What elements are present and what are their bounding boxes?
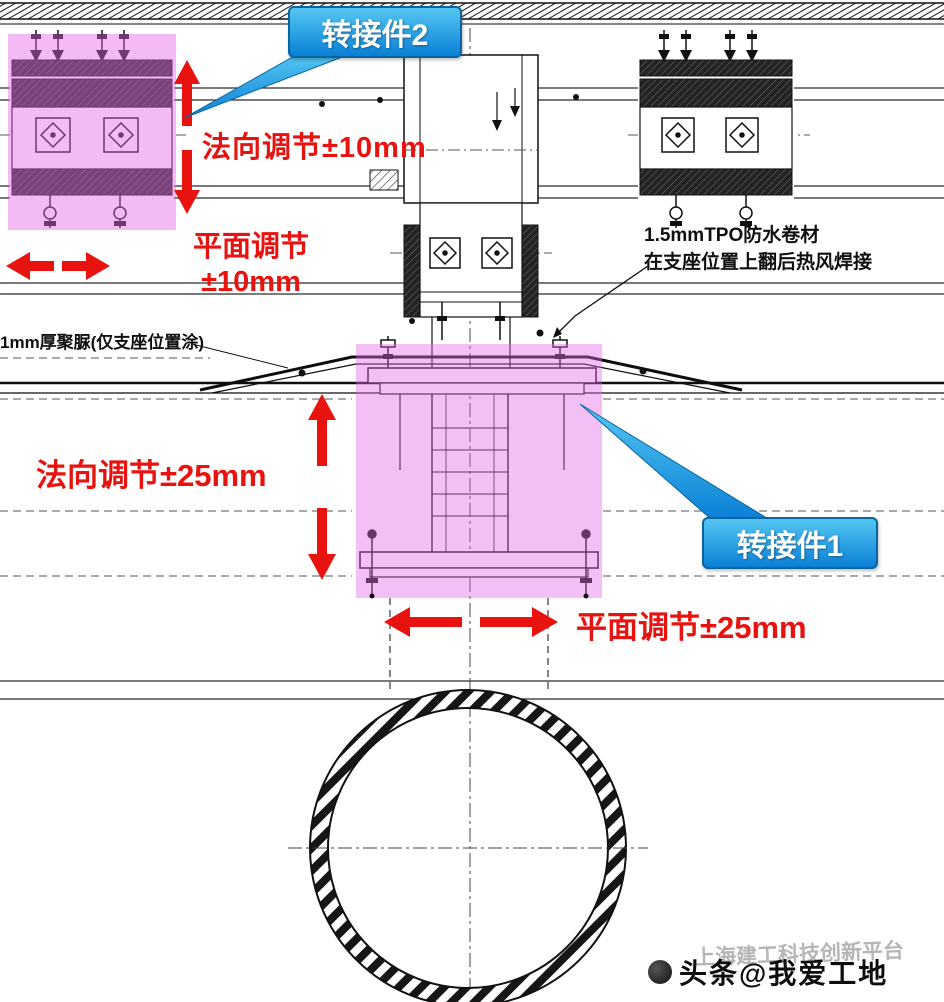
callout-adapter1: 转接件1	[702, 517, 878, 569]
steel-bar	[639, 78, 793, 108]
base-bolts	[437, 302, 505, 340]
toutiao-logo-icon	[648, 960, 672, 984]
arrow-plane-25mm	[384, 607, 558, 637]
note-tpo-membrane: 1.5mmTPO防水卷材 在支座位置上翻后热风焊接	[644, 222, 872, 276]
callout-adapter1-pointer	[579, 403, 772, 521]
anchor-bolts-base	[366, 529, 592, 594]
adapter1-highlight	[356, 344, 602, 598]
steel-bar	[11, 78, 173, 108]
hanger-bolts-bottom	[43, 195, 127, 228]
arrow-plane-10mm	[6, 252, 110, 280]
pipe-section	[288, 689, 648, 1002]
right-assembly	[638, 30, 794, 228]
watermark-foreground-text: 头条@我爱工地	[679, 958, 889, 989]
adapter2-highlight	[8, 34, 176, 230]
bolt-plates	[35, 117, 139, 153]
note-normal-adjust-25mm: 法向调节±25mm	[36, 458, 267, 493]
base-flange	[369, 567, 589, 578]
steel-bar	[11, 59, 173, 77]
hanger-bolts-bottom	[669, 195, 753, 228]
plate-bolts-top	[380, 336, 568, 370]
steel-bar	[639, 168, 793, 196]
anchor-bolts-top	[658, 30, 758, 62]
adapter1-assembly	[356, 336, 602, 598]
shim-plate	[369, 169, 399, 191]
steel-bar	[11, 168, 173, 196]
bolt-plates	[661, 117, 759, 153]
note-plane-adjust-25mm: 平面调节±25mm	[576, 610, 807, 645]
note-tpo-line2: 在支座位置上翻后热风焊接	[644, 252, 873, 273]
bracket-web	[399, 394, 565, 552]
steel-bar	[403, 224, 421, 318]
anchor-bolts-top	[30, 30, 130, 62]
note-tpo-line1: 1.5mmTPO防水卷材	[644, 225, 820, 246]
pipe-wall-hatch	[310, 690, 626, 1002]
note-polyurea-coating: 1mm厚聚脲(仅支座位置涂)	[0, 333, 205, 352]
leader-lines	[191, 265, 649, 369]
note-plane-adjust-10mm-line2: ±10mm	[201, 266, 301, 298]
weld-dots	[298, 94, 647, 599]
callout-adapter2: 转接件2	[288, 6, 462, 58]
center-column-assembly	[369, 54, 539, 368]
callout-adapter1-label: 转接件1	[736, 530, 844, 563]
arrow-normal-10mm	[174, 60, 200, 214]
note-plane-adjust-10mm: 平面调节 ±10mm	[178, 230, 324, 300]
second-plate	[379, 382, 585, 395]
note-plane-adjust-10mm-line1: 平面调节	[192, 231, 309, 263]
watermark-foreground: 头条@我爱工地	[648, 952, 888, 992]
callout-adapter2-pointer	[183, 53, 351, 119]
adapter2-assembly	[8, 30, 176, 230]
steel-bar	[639, 59, 793, 77]
roof-deck-band	[0, 2, 944, 25]
bolt-plates	[429, 237, 513, 269]
projection-lines	[389, 598, 549, 690]
arrow-normal-25mm	[308, 394, 336, 580]
steel-bar	[521, 224, 539, 318]
callout-adapter2-label: 转接件2	[321, 19, 429, 52]
note-normal-adjust-10mm: 法向调节±10mm	[202, 132, 427, 164]
column-anchor-marks	[492, 88, 520, 131]
